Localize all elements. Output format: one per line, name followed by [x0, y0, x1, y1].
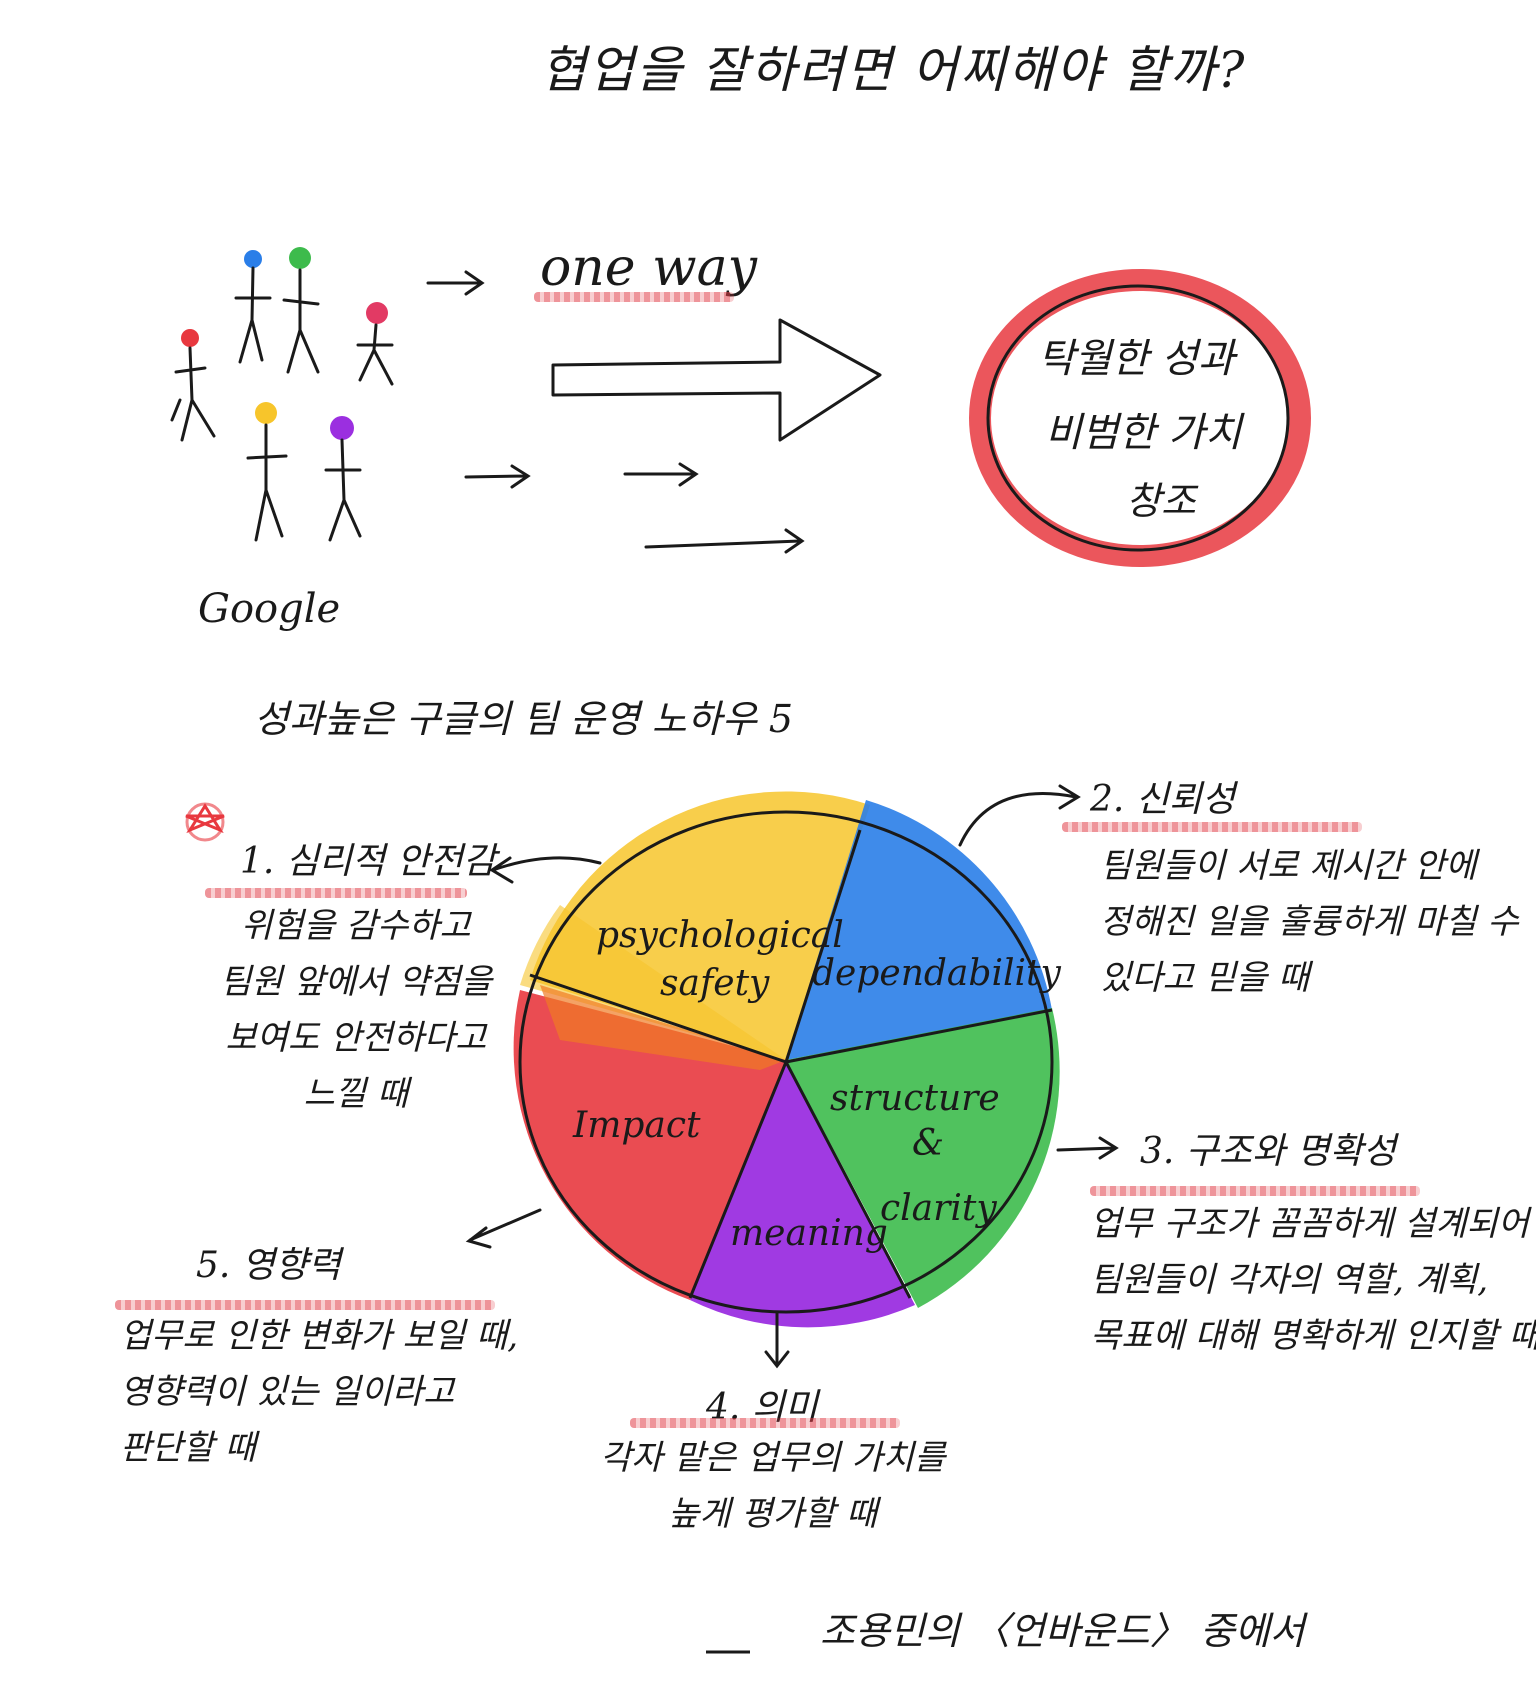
wedge-label-structure: structure	[830, 1078, 1000, 1119]
wedge-structure-clarity	[786, 1008, 1060, 1308]
result-line-1: 탁월한 성과	[1038, 336, 1235, 382]
wedge-label-impact: Impact	[572, 1105, 701, 1146]
item-5-body: 업무로 인한 변화가 보일 때, 영향력이 있는 일이라고 판단할 때	[120, 1316, 519, 1468]
wedge-label-amp: &	[912, 1123, 944, 1164]
wedge-meaning	[690, 1060, 915, 1328]
wedge-dependability	[786, 800, 1052, 1060]
star-icon	[185, 802, 225, 842]
connector-arrows	[465, 784, 1119, 1369]
one-way-label: one way	[540, 238, 757, 298]
item-4-underline	[630, 1418, 900, 1428]
pie-chart: psychological safety dependability struc…	[513, 791, 1061, 1328]
item-1-heading: 1. 심리적 안전감	[240, 841, 496, 882]
wedge-label-dependability: dependability	[812, 953, 1061, 994]
wedge-label-clarity: clarity	[880, 1188, 997, 1229]
item-5-heading: 5. 영향력	[196, 1245, 342, 1286]
page-title: 협업을 잘하려면 어찌해야 할까?	[540, 41, 1247, 99]
item-2-heading: 2. 신뢰성	[1090, 779, 1236, 820]
wedge-label-safety: safety	[660, 963, 770, 1004]
wedge-label-meaning: meaning	[730, 1213, 888, 1254]
big-arrow-icon	[551, 318, 882, 442]
source-credit: 조용민의 〈언바운드〉 중에서	[820, 1609, 1305, 1653]
result-circle	[969, 269, 1311, 567]
item-2-body: 팀원들이 서로 제시간 안에 정해진 일을 훌륭하게 마칠 수 있다고 믿을 때	[1100, 846, 1519, 998]
item-1-body: 위험을 감수하고 팀원 앞에서 약점을 보여도 안전하다고 느낄 때	[220, 906, 492, 1114]
item-3-body: 업무 구조가 꼼꼼하게 설계되어 팀원들이 각자의 역할, 계획, 목표에 대해…	[1090, 1204, 1536, 1356]
item-2-underline	[1062, 822, 1362, 832]
one-way-underline	[534, 292, 734, 302]
stick-figures-icon	[170, 247, 394, 542]
result-line-2: 비범한 가치	[1045, 410, 1242, 456]
item-5-underline	[115, 1300, 495, 1310]
item-3-underline	[1090, 1186, 1420, 1196]
item-3-heading: 3. 구조와 명확성	[1140, 1131, 1396, 1172]
google-label: Google	[198, 586, 341, 632]
arrow-right-icon	[426, 270, 805, 554]
item-1-underline	[205, 888, 467, 898]
result-line-3: 창조	[1126, 479, 1196, 523]
wedge-label-psychological: psychological	[596, 915, 844, 956]
item-4-body: 각자 맡은 업무의 가치를 높게 평가할 때	[600, 1438, 946, 1534]
section-subtitle: 성과높은 구글의 팀 운영 노하우 5	[254, 697, 794, 741]
